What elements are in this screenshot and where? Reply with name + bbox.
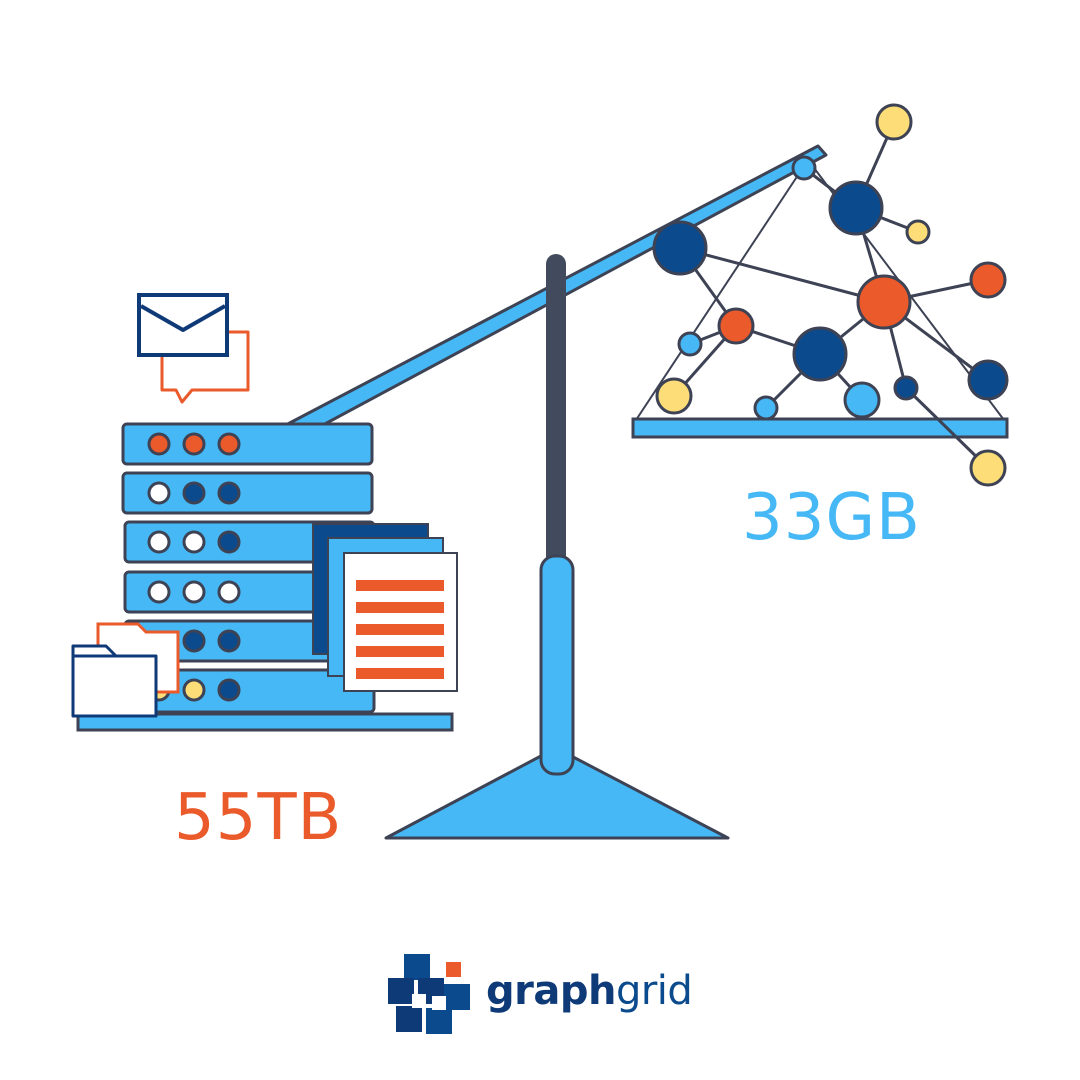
left-storage-label: 55TB (174, 781, 343, 855)
brand-name: graphgrid (486, 968, 693, 1014)
graph-network-icon (652, 103, 1009, 487)
brand-name-part1: graph (486, 968, 616, 1014)
document-icon (312, 523, 458, 692)
graphgrid-logo-icon (388, 954, 470, 1034)
right-pan (631, 417, 1009, 439)
envelope-icon (137, 293, 229, 357)
graphgrid-logo: graphgrid (388, 950, 693, 1036)
left-pan (76, 712, 454, 732)
scale-stand (384, 254, 730, 840)
right-storage-label: 33GB (742, 481, 921, 555)
brand-name-part2: grid (615, 968, 693, 1014)
folder-icon (71, 622, 180, 718)
